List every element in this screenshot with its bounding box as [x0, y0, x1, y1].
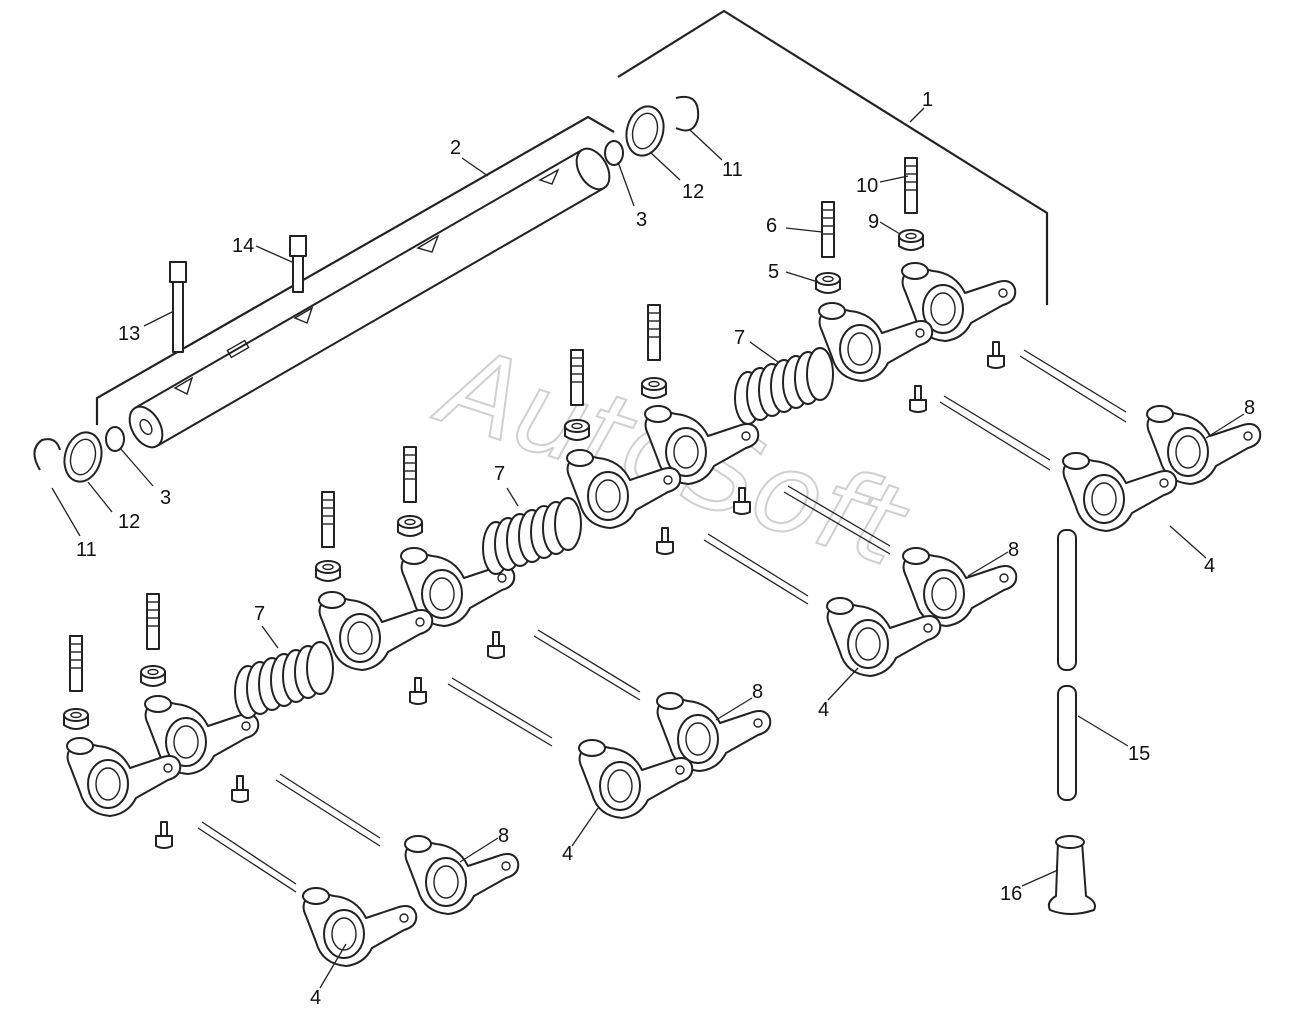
nut-low-2 [140, 665, 166, 687]
callout-12-right: 12 [682, 181, 704, 203]
stud-low-1 [69, 635, 83, 692]
callout-3-right: 3 [636, 209, 647, 231]
circlip-right [675, 96, 700, 132]
screw-d [656, 527, 674, 555]
callout-11-right: 11 [722, 159, 743, 181]
callout-10: 10 [856, 175, 878, 197]
washer-right [625, 105, 665, 157]
rocker-arm-8-lower [404, 835, 520, 915]
tappet [1047, 835, 1096, 915]
nut-9 [898, 229, 924, 251]
stud-10 [904, 157, 918, 214]
screw-b [909, 385, 927, 413]
screw-e [487, 631, 505, 659]
callout-8-middle: 8 [752, 681, 763, 703]
callout-4-middle: 4 [562, 843, 573, 865]
callout-4-lower: 4 [310, 987, 321, 1009]
callout-8-right: 8 [1244, 397, 1255, 419]
circlip-left [33, 438, 61, 471]
bolt-14 [289, 235, 307, 293]
stud-mid-2 [403, 446, 417, 503]
stud-low-2 [146, 593, 160, 650]
stud-upper-1 [570, 349, 584, 406]
spring-middle [482, 497, 582, 575]
rocker-arm-4-right [1062, 452, 1178, 532]
callout-14: 14 [232, 235, 254, 257]
explosion-lines [197, 349, 1127, 893]
push-rod [1057, 529, 1077, 801]
nut-mid-2 [397, 515, 423, 537]
callout-6: 6 [766, 215, 777, 237]
callout-4-upper: 4 [818, 699, 829, 721]
callout-8-upper: 8 [1008, 539, 1019, 561]
callout-2: 2 [450, 137, 461, 159]
nut-low-1 [63, 708, 89, 730]
callout-15: 15 [1128, 743, 1150, 765]
callout-16: 16 [1000, 883, 1022, 905]
shaft-bracket-2 [95, 115, 615, 425]
callout-1: 1 [922, 89, 933, 111]
spring-lower [234, 641, 334, 719]
callout-4-right: 4 [1204, 555, 1215, 577]
nut-upper-2 [641, 377, 667, 399]
screw-h [155, 821, 173, 849]
nut-upper-1 [564, 419, 590, 441]
plug-left [105, 426, 125, 452]
rocker-shaft [128, 147, 611, 449]
screw-f [409, 677, 427, 705]
callout-3-left: 3 [160, 487, 171, 509]
washer-left [63, 431, 103, 483]
callout-11-left: 11 [76, 539, 97, 561]
rocker-arm-4-lower [302, 887, 418, 967]
screw-g [231, 775, 249, 803]
callout-7-middle: 7 [494, 463, 505, 485]
callout-12-left: 12 [118, 511, 140, 533]
nut-5 [815, 272, 841, 294]
leader-lines [51, 107, 1245, 989]
plug-right [604, 140, 624, 166]
callout-5: 5 [768, 261, 779, 283]
callout-7-upper: 7 [734, 327, 745, 349]
callout-7-lower: 7 [254, 603, 265, 625]
rocker-arm-8-upper [902, 547, 1018, 627]
bolt-13 [169, 261, 187, 353]
assembly-bracket-1 [617, 9, 1049, 305]
nut-mid-1 [315, 560, 341, 582]
callout-13: 13 [118, 323, 140, 345]
screw-a [987, 341, 1005, 369]
stud-mid-1 [321, 491, 335, 548]
stud-6 [821, 201, 835, 258]
spring-upper [734, 347, 834, 425]
stud-upper-2 [647, 304, 661, 361]
callout-9: 9 [868, 211, 879, 233]
callout-8-lower: 8 [498, 825, 509, 847]
